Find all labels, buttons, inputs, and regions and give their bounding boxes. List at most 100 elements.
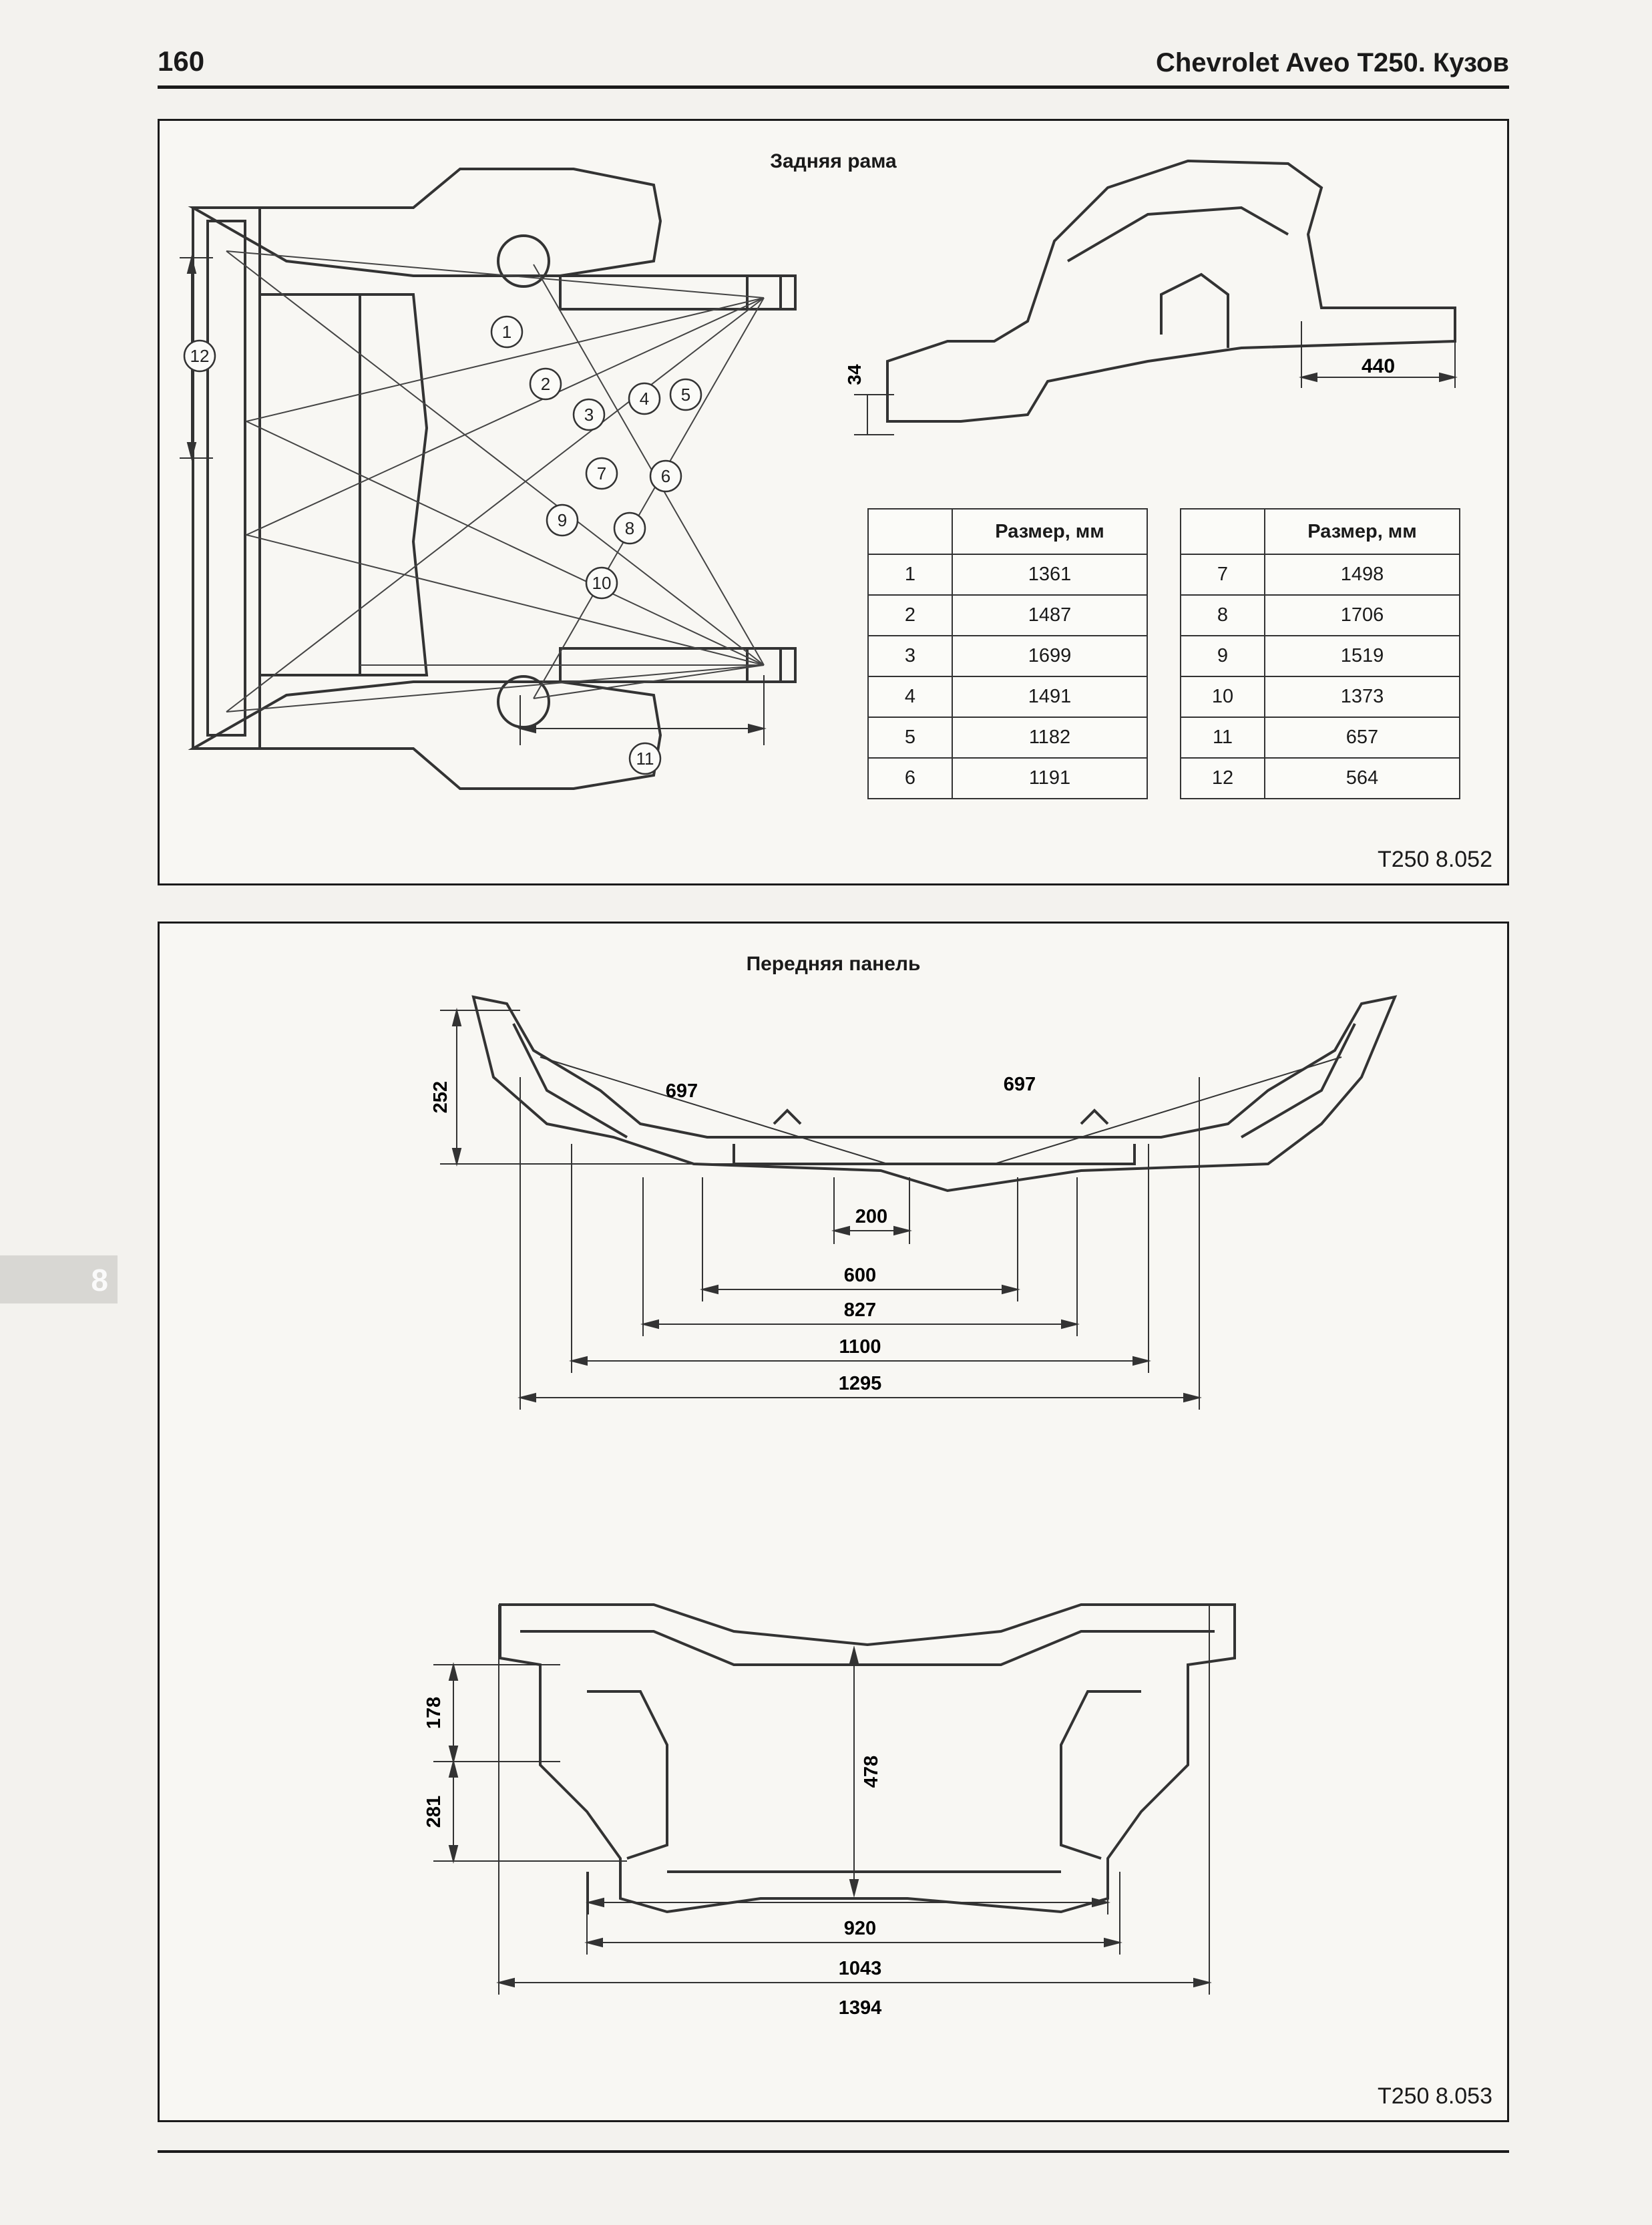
rear-frame-side-view [886,159,1456,423]
callout-label: 8 [625,518,634,538]
row-number: 2 [867,594,953,636]
side-dim-440: 440 [1362,355,1395,377]
rear-frame-plan-outline [188,168,797,790]
table-header-row: Размер, мм [1180,508,1460,555]
callout-label: 12 [190,346,210,366]
rear-callouts [183,315,702,775]
row-value: 657 [1264,717,1460,759]
row-value: 1361 [952,554,1148,596]
table-header: Размер, мм [1264,508,1460,555]
header-rule [158,85,1509,89]
callout-label: 11 [636,749,654,769]
rear-callout-labels: 12 1 2 3 4 5 6 7 8 9 10 11 [190,322,691,769]
dim-827: 827 [844,1299,876,1321]
callout-label: 2 [541,374,550,394]
front-view-dimension-lines [433,1605,1212,1995]
callout-circle-9 [546,503,579,537]
row-value: 1519 [1264,635,1460,677]
table-header: Размер, мм [952,508,1148,555]
callout-circle-3 [572,398,606,431]
row-number: 7 [1180,554,1265,596]
front-panel-drawing: 252 697 697 200 600 827 1100 1295 [423,995,1398,2019]
callout-circle-2 [529,367,562,401]
callout-label: 1 [502,322,511,342]
row-number: 10 [1180,676,1265,718]
row-value: 1191 [952,757,1148,799]
row-number: 8 [1180,594,1265,636]
dim-252: 252 [430,1081,451,1113]
row-value: 564 [1264,757,1460,799]
row-number: 5 [867,717,953,759]
callout-circle-12 [183,339,216,373]
row-number: 12 [1180,757,1265,799]
callout-circle-7 [585,457,618,490]
callout-label: 4 [640,389,649,409]
figure-front-panel: Передняя панель [158,922,1509,2122]
callout-label: 6 [661,466,670,486]
dim-697-left: 697 [666,1080,698,1102]
dim-1100: 1100 [839,1336,881,1358]
figure-title: Передняя панель [746,953,921,975]
row-number: 11 [1180,717,1265,759]
dim-600: 600 [844,1265,876,1286]
row-number: 6 [867,757,953,799]
dim-478: 478 [861,1756,882,1788]
figure-rear-frame: Задняя рама [158,119,1509,885]
callout-circle-8 [613,512,646,545]
dim-281: 281 [423,1796,445,1828]
row-value: 1487 [952,594,1148,636]
chapter-tab-label: 8 [91,1263,108,1297]
callout-circle-4 [628,382,661,415]
figure-code: T250 8.053 [1377,2083,1492,2109]
callout-label: 10 [592,573,612,593]
row-number: 9 [1180,635,1265,677]
row-value: 1498 [1264,554,1460,596]
figure-title: Задняя рама [770,150,897,172]
row-value: 1373 [1264,676,1460,718]
front-top-dimension-lines [440,1008,1342,1410]
running-head: Chevrolet Aveo T250. Кузов [1155,48,1509,77]
callout-circle-1 [490,315,524,349]
dim-1295: 1295 [839,1373,882,1394]
dim-1043: 1043 [839,1958,882,1979]
row-value: 1706 [1264,594,1460,636]
row-number: 4 [867,676,953,718]
page-number: 160 [158,45,205,77]
figure-code: T250 8.052 [1377,847,1492,872]
footer-rule [158,2150,1509,2153]
side-view-dimensions [854,321,1458,435]
callout-circle-5 [669,378,702,411]
dim-697-right: 697 [1004,1074,1036,1095]
dim-200: 200 [855,1206,887,1227]
callout-circle-6 [649,459,682,493]
rear-frame-drawing: 12 1 2 3 4 5 6 7 8 9 10 11 [180,159,1458,790]
dim-1394: 1394 [839,1997,882,2019]
rear-measurement-lines [226,250,765,713]
callout-label: 5 [681,385,690,405]
row-value: 1182 [952,717,1148,759]
side-dim-34: 34 [844,364,865,385]
dim-920: 920 [844,1918,876,1939]
callout-circle-10 [585,566,618,600]
dim-178: 178 [423,1697,445,1729]
callout-label: 3 [584,405,594,425]
row-value: 1699 [952,635,1148,677]
callout-circle-11 [628,742,662,775]
callout-label: 7 [597,463,606,483]
table-header-empty [867,508,953,555]
table-header-row: Размер, мм [867,508,1148,555]
row-number: 3 [867,635,953,677]
